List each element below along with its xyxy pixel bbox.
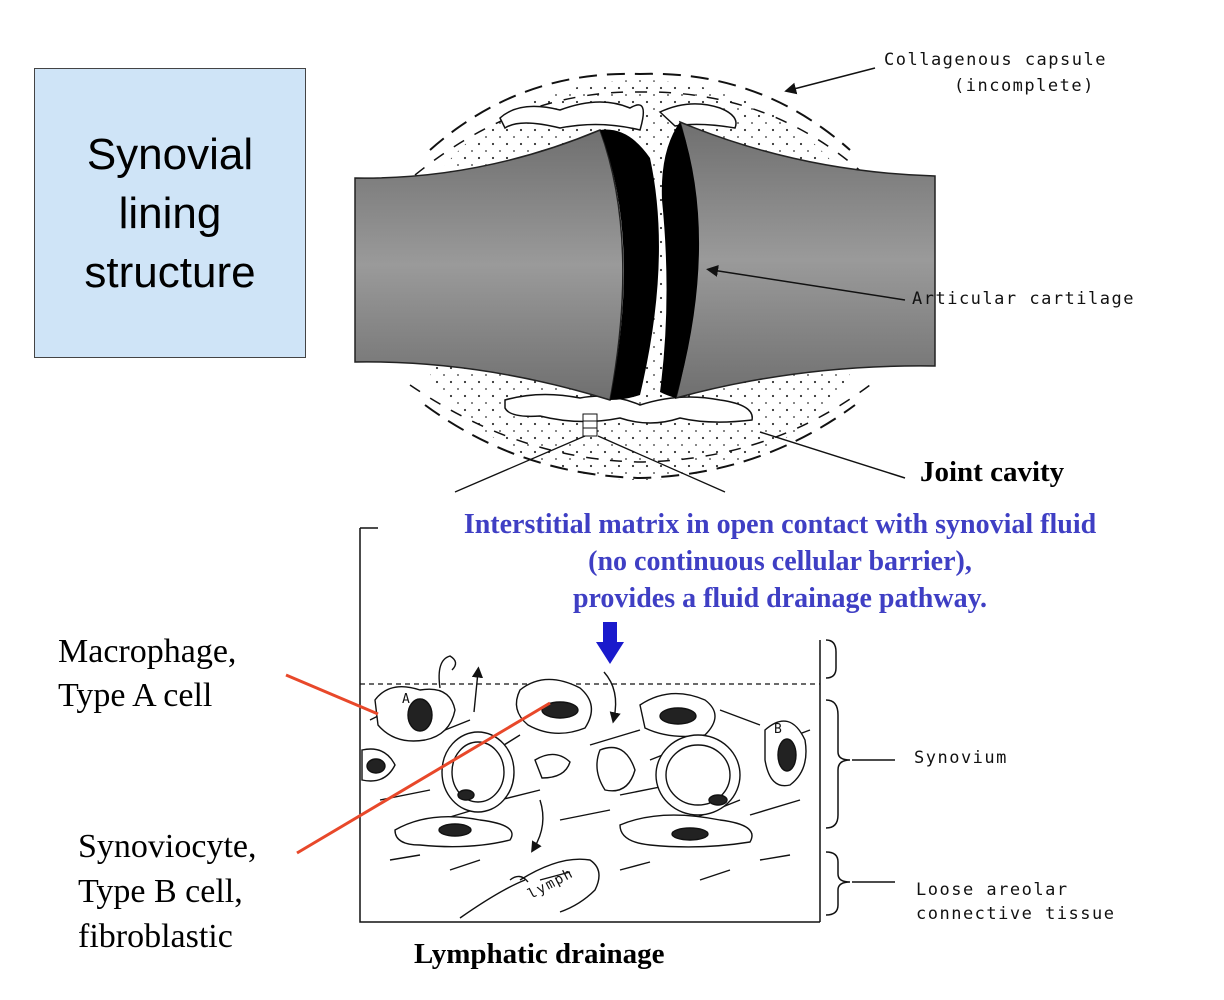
title-line-1: Synovial: [86, 129, 254, 179]
macrophage-pointer: [285, 673, 379, 716]
synovial-folds: [499, 101, 753, 437]
layer-brackets: [825, 639, 895, 916]
macrophage-line-2: Type A cell: [58, 677, 213, 714]
capsule-pointer: [784, 67, 876, 95]
interstitial-note: Interstitial matrix in open contact with…: [370, 506, 1190, 617]
cell-a-label: A: [402, 692, 412, 707]
right-cartilage: [660, 122, 700, 398]
areolar-label-line-2: connective tissue: [916, 904, 1116, 924]
macrophage-label: Macrophage, Type A cell: [58, 630, 236, 718]
title-line-2: lining: [118, 188, 222, 238]
drain-arrow-icon: [596, 622, 624, 664]
detail-frame: [359, 527, 821, 923]
capsule-label-line-2: (incomplete): [954, 76, 1095, 96]
cartilage-pointer: [706, 264, 906, 301]
areolar-label-line-1: Loose areolar: [916, 880, 1069, 900]
macrophage-line-1: Macrophage,: [58, 633, 237, 670]
cartilage-label: Articular cartilage: [912, 289, 1135, 309]
note-line-2: (no continuous cellular barrier),: [588, 546, 972, 577]
synovium-label: Synovium: [914, 748, 1008, 768]
zoom-line-right: [597, 435, 726, 493]
capsule-label-line-1: Collagenous capsule: [884, 50, 1107, 70]
synoviocyte-line-3: fibroblastic: [78, 918, 233, 955]
capsule-label: Collagenous capsule (incomplete): [884, 50, 1107, 96]
synoviocyte-line-1: Synoviocyte,: [78, 828, 257, 865]
left-bone: [354, 129, 624, 401]
title-line-3: structure: [84, 247, 256, 297]
zoom-line-left: [454, 435, 586, 493]
note-line-1: Interstitial matrix in open contact with…: [463, 509, 1097, 540]
synoviocyte-label: Synoviocyte, Type B cell, fibroblastic: [78, 824, 256, 959]
lymphatic-drainage-label: Lymphatic drainage: [414, 938, 665, 970]
right-bone: [674, 120, 936, 400]
cell-b-label: B: [774, 722, 784, 737]
left-cartilage: [600, 129, 659, 401]
joint-cavity-label: Joint cavity: [920, 456, 1065, 488]
title-box: Synovial lining structure: [34, 68, 306, 358]
synoviocyte-line-2: Type B cell,: [78, 873, 243, 910]
page-title: Synovial lining structure: [84, 125, 255, 302]
areolar-label: Loose areolar connective tissue: [916, 880, 1116, 924]
synoviocyte-pointer: [296, 701, 551, 855]
note-line-3: provides a fluid drainage pathway.: [572, 583, 988, 614]
cavity-pointer: [759, 431, 906, 479]
tissue-detail: [361, 655, 811, 919]
